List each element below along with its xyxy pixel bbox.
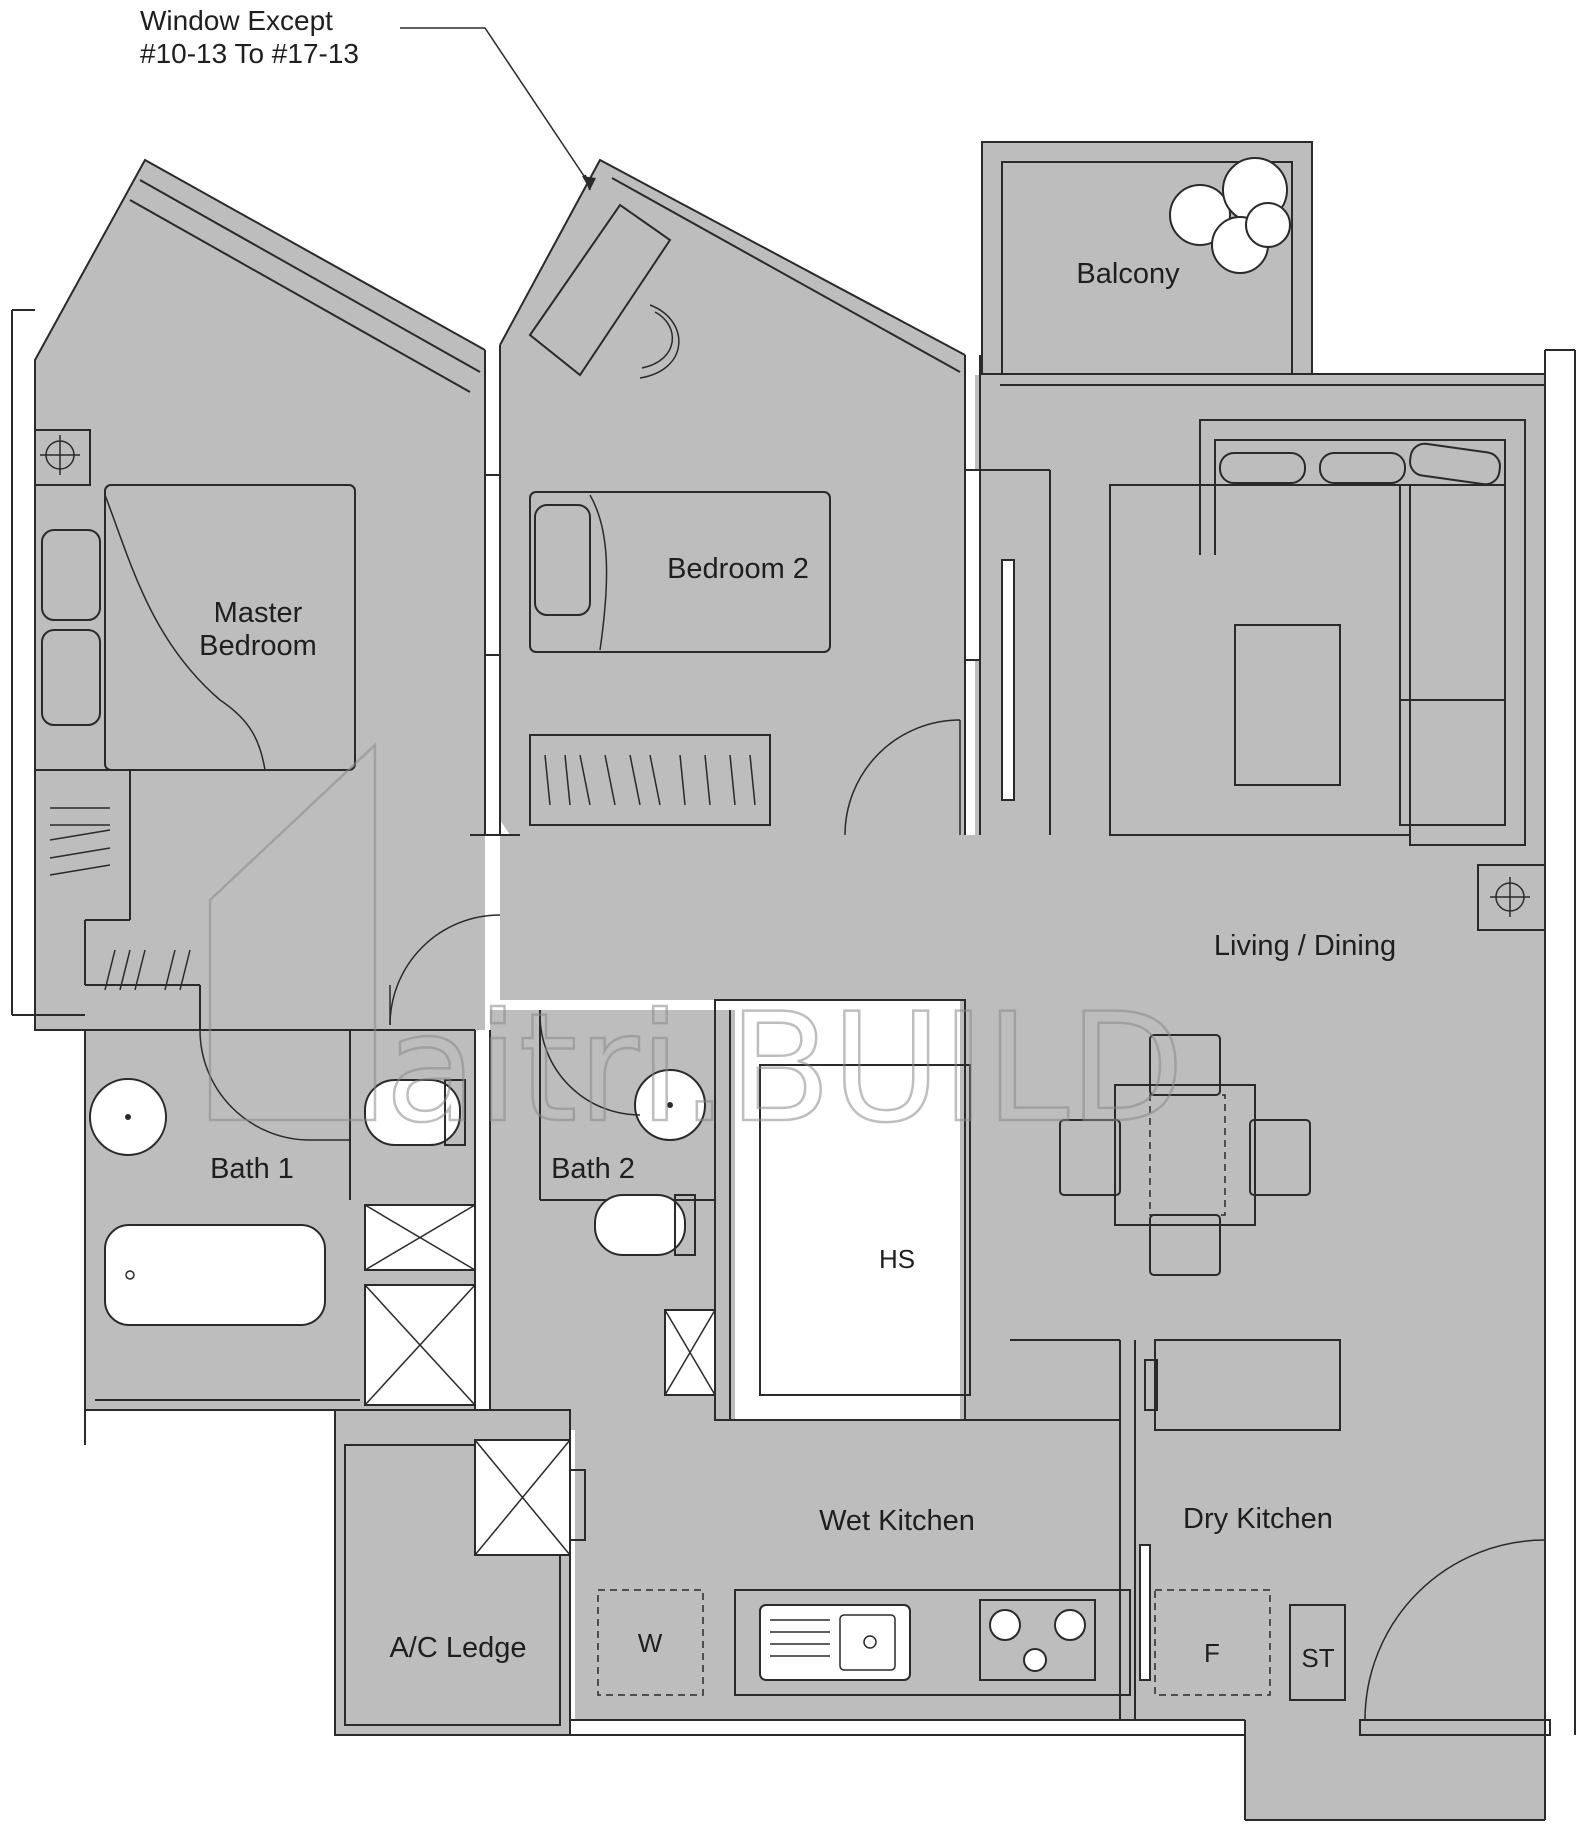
bath-1-label: Bath 1 — [210, 1153, 294, 1185]
living-rug — [1109, 484, 1411, 836]
bedroom-2-window-line — [611, 177, 961, 373]
window-annotation-leader — [400, 27, 596, 190]
main-door-swing — [1364, 1539, 1546, 1721]
master-bedroom-outer-wall — [34, 158, 486, 1445]
washer-label: W — [638, 1628, 663, 1658]
dining-table — [1114, 1084, 1256, 1226]
wet-kitchen-label: Wet Kitchen — [819, 1505, 975, 1537]
fridge-slot — [1154, 1589, 1271, 1696]
bedroom-2-outer-wall — [499, 158, 966, 356]
living-dining-label: Living / Dining — [1214, 930, 1396, 962]
household-shelter-wall — [714, 999, 966, 1421]
study-chair — [639, 304, 680, 379]
sofa — [1199, 419, 1526, 846]
master-bedroom-label-2: Bedroom — [199, 630, 317, 662]
dining-set — [1059, 1034, 1311, 1276]
coffee-table — [1234, 624, 1341, 786]
watermark-text: aitri.BUILD — [385, 982, 1184, 1156]
living-dining-floor — [500, 375, 1545, 1735]
dry-kitchen-door — [1139, 1544, 1151, 1681]
floor-areas — [35, 142, 1545, 1820]
bath-1-door-swing — [199, 1029, 311, 1141]
kitchen-counter — [734, 1589, 1131, 1696]
bedroom-2-wardrobe-door — [484, 474, 501, 656]
bath-2-toilet — [594, 1194, 686, 1256]
dry-kitchen-label: Dry Kitchen — [1183, 1503, 1333, 1535]
annotation-line-2: #10-13 To #17-13 — [140, 38, 359, 69]
furniture — [34, 157, 1551, 1736]
bedroom-2-wardrobe — [529, 734, 771, 826]
master-window-line — [139, 179, 481, 373]
watermark: aitri.BUILD — [208, 742, 1186, 1157]
master-bed — [104, 484, 356, 771]
store-cabinet — [1289, 1604, 1346, 1701]
bath-2-label: Bath 2 — [551, 1153, 635, 1185]
bathtub — [104, 1224, 326, 1326]
entry-floor — [1245, 1700, 1545, 1820]
balcony-label: Balcony — [1076, 258, 1180, 290]
walls — [11, 141, 1576, 1821]
household-shelter-label: HS — [879, 1244, 915, 1274]
sink — [759, 1604, 911, 1681]
bedroom-2-pillow — [534, 504, 591, 616]
ac-ledge-label: A/C Ledge — [389, 1632, 526, 1664]
master-window-line-2 — [129, 199, 471, 393]
study-desk — [528, 203, 672, 377]
living-window — [1001, 559, 1015, 801]
annotation-line-1: Window Except — [140, 5, 333, 36]
bedroom-2-door-swing — [844, 719, 961, 836]
bath-1-toilet — [364, 1079, 461, 1146]
ac-ledge-outline — [334, 1409, 571, 1736]
master-door-swing — [389, 914, 501, 1026]
bedroom-2-window — [964, 469, 981, 661]
fridge-label: F — [1204, 1638, 1220, 1668]
bedroom-2-label: Bedroom 2 — [667, 553, 809, 585]
washer-slot — [597, 1589, 704, 1696]
dry-kitchen-island — [1154, 1339, 1341, 1431]
master-pillow-1 — [41, 529, 101, 621]
hob — [979, 1599, 1096, 1681]
store-label: ST — [1301, 1643, 1334, 1673]
plant-icon — [1169, 157, 1291, 274]
labels: Window Except #10-13 To #17-13 Balcony M… — [140, 5, 1396, 1673]
master-pillow-2 — [41, 629, 101, 726]
bath-2-door-swing — [539, 1014, 641, 1116]
master-wardrobe — [49, 807, 191, 991]
master-bedroom-label-1: Master — [214, 597, 303, 629]
